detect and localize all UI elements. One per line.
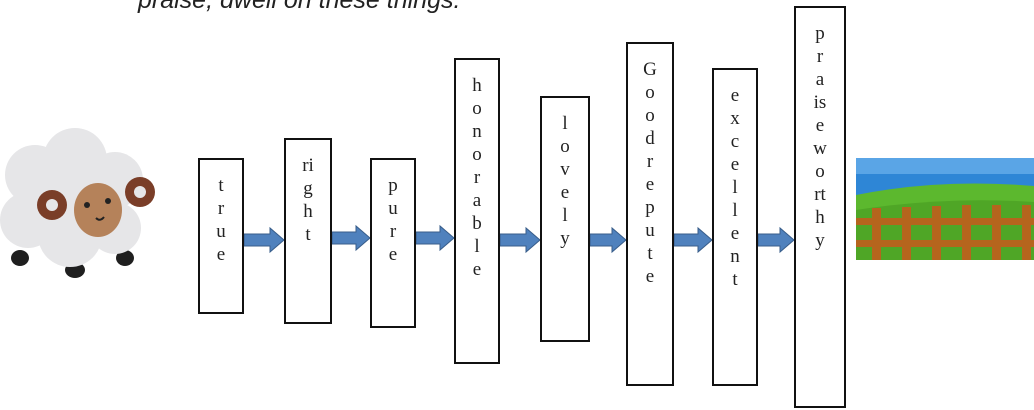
word-letter: is (813, 92, 827, 113)
sheep-icon (0, 128, 155, 278)
word-letter: G (643, 59, 657, 80)
word-letter: l (474, 236, 480, 257)
arrow-3 (499, 226, 541, 254)
word-letter: t (218, 175, 224, 196)
word-letter: o (645, 82, 655, 103)
word-letter: h (815, 207, 825, 228)
arrow-5 (673, 226, 713, 254)
word-letter: l (732, 177, 738, 198)
word-letter: r (473, 167, 481, 188)
word-letter: v (560, 159, 570, 180)
word-letter: r (816, 46, 824, 67)
word-letter: e (388, 244, 398, 265)
word-letter: e (645, 174, 655, 195)
word-letter: o (472, 98, 482, 119)
word-letter: r (646, 151, 654, 172)
word-letter: y (815, 230, 825, 251)
word-letter: r (217, 198, 225, 219)
word-letter: o (472, 144, 482, 165)
word-letter: d (645, 128, 655, 149)
word-letter: h (472, 75, 482, 96)
word-letter: rt (814, 184, 826, 205)
word-letter: l (562, 113, 568, 134)
word-letter: e (216, 244, 226, 265)
word-letter: t (732, 269, 738, 290)
word-letter: e (472, 259, 482, 280)
word-letter: n (472, 121, 482, 142)
word-letter: n (730, 246, 740, 267)
caption: praise, dwell on these things. (138, 0, 461, 14)
word-letter: p (388, 175, 398, 196)
arrow-2 (415, 224, 455, 252)
word-letter: w (813, 138, 827, 159)
word-letter: t (305, 224, 311, 245)
word-letter: e (730, 154, 740, 175)
word-letter: e (730, 223, 740, 244)
word-letter: c (730, 131, 740, 152)
word-letter: p (815, 23, 825, 44)
word-letter: ri (302, 155, 314, 176)
word-letter: h (303, 201, 313, 222)
word-letter: a (472, 190, 482, 211)
word-letter: t (647, 243, 653, 264)
arrow-0 (243, 226, 285, 254)
word-letter: y (560, 228, 570, 249)
word-letter: l (562, 205, 568, 226)
word-letter: r (389, 221, 397, 242)
word-letter: u (216, 221, 226, 242)
word-letter: u (388, 198, 398, 219)
word-letter: e (560, 182, 570, 203)
word-letter: a (815, 69, 825, 90)
word-letter: x (730, 108, 740, 129)
word-letter: u (645, 220, 655, 241)
arrow-6 (757, 226, 795, 254)
pasture-fence-image (856, 158, 1034, 260)
word-letter: e (645, 266, 655, 287)
word-letter: o (815, 161, 825, 182)
word-letter: l (732, 200, 738, 221)
word-letter: p (645, 197, 655, 218)
word-letter: b (472, 213, 482, 234)
arrow-4 (589, 226, 627, 254)
word-letter: e (815, 115, 825, 136)
word-letter: e (730, 85, 740, 106)
word-letter: o (560, 136, 570, 157)
word-letter: o (645, 105, 655, 126)
word-letter: g (303, 178, 313, 199)
arrow-1 (331, 224, 371, 252)
arrows-group (243, 224, 795, 254)
